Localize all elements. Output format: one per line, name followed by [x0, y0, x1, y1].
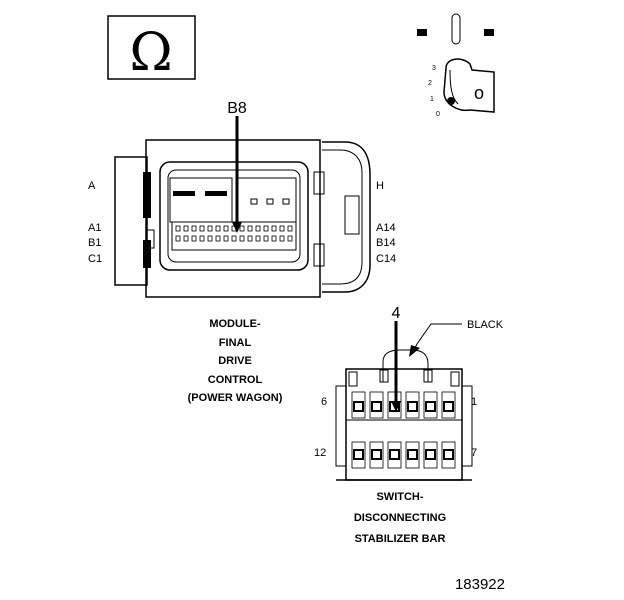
module-terminal	[279, 235, 285, 242]
module-terminal	[175, 225, 181, 232]
switch-caption: SWITCH- DISCONNECTING STABILIZER BAR	[354, 491, 446, 545]
svg-text:DISCONNECTING: DISCONNECTING	[354, 512, 446, 524]
svg-text:0: 0	[436, 111, 440, 118]
switch-label-7: 7	[471, 447, 477, 459]
module-label-a: A	[88, 180, 96, 192]
module-label-b1: B1	[88, 237, 101, 249]
module-label-a1: A1	[88, 222, 101, 234]
module-terminal	[223, 235, 229, 242]
figure-id: 183922	[455, 576, 505, 593]
module-terminal	[223, 225, 229, 232]
terminal-rows	[175, 225, 293, 242]
module-terminal	[271, 235, 277, 242]
module-terminal	[287, 225, 293, 232]
module-label-h: H	[376, 180, 384, 192]
switch-terminal	[443, 449, 454, 460]
module-terminal	[199, 235, 205, 242]
ohm-symbol: Ω	[107, 15, 196, 83]
svg-text:MODULE-: MODULE-	[209, 318, 261, 330]
switch-terminal	[407, 401, 418, 412]
module-terminal	[287, 235, 293, 242]
module-terminal	[215, 225, 221, 232]
module-terminal	[199, 225, 205, 232]
switch-label-12: 12	[314, 447, 326, 459]
switch-terminal	[407, 449, 418, 460]
module-terminal	[183, 225, 189, 232]
svg-text:SWITCH-: SWITCH-	[376, 491, 423, 503]
svg-text:(POWER WAGON): (POWER WAGON)	[188, 392, 283, 404]
switch-terminal	[371, 449, 382, 460]
module-terminal	[247, 225, 253, 232]
switch-terminal	[425, 449, 436, 460]
switch-label-1: 1	[471, 396, 477, 408]
ohm-icon: Ω	[129, 23, 172, 83]
module-label-c1: C1	[88, 253, 102, 265]
module-terminal	[215, 235, 221, 242]
ignition-key-icon: o 3 2 1 0	[417, 13, 495, 118]
module-terminal	[207, 225, 213, 232]
module-terminal	[271, 225, 277, 232]
switch-connector	[335, 321, 473, 481]
module-terminal	[239, 225, 245, 232]
module-terminal	[263, 235, 269, 242]
svg-text:CONTROL: CONTROL	[208, 374, 263, 386]
module-terminal	[183, 235, 189, 242]
switch-terminal	[389, 449, 400, 460]
svg-text:FINAL: FINAL	[219, 337, 252, 349]
module-label-a14: A14	[376, 222, 396, 234]
module-terminal	[239, 235, 245, 242]
switch-pin-callout: 4	[392, 305, 401, 322]
switch-terminal	[443, 401, 454, 412]
module-caption: MODULE- FINAL DRIVE CONTROL (POWER WAGON…	[188, 318, 283, 404]
switch-terminal	[425, 401, 436, 412]
module-terminal	[263, 225, 269, 232]
switch-terminal	[353, 449, 364, 460]
svg-text:o: o	[474, 83, 484, 103]
switch-pins	[351, 391, 456, 469]
module-terminal	[255, 225, 261, 232]
svg-text:STABILIZER BAR: STABILIZER BAR	[355, 533, 446, 545]
module-terminal	[279, 225, 285, 232]
svg-text:3: 3	[432, 65, 436, 72]
switch-terminal	[371, 401, 382, 412]
module-terminal	[207, 235, 213, 242]
module-terminal	[231, 235, 237, 242]
module-terminal	[255, 235, 261, 242]
switch-label-6: 6	[321, 396, 327, 408]
module-pin-callout: B8	[227, 100, 247, 117]
svg-text:1: 1	[430, 96, 434, 103]
module-terminal	[191, 235, 197, 242]
svg-text:2: 2	[428, 80, 432, 87]
svg-text:DRIVE: DRIVE	[218, 355, 252, 367]
switch-terminal	[353, 401, 364, 412]
module-terminal	[247, 235, 253, 242]
module-connector	[114, 116, 371, 298]
module-label-c14: C14	[376, 253, 396, 265]
module-terminal	[175, 235, 181, 242]
module-label-b14: B14	[376, 237, 396, 249]
wire-color-label: BLACK	[467, 319, 504, 331]
module-terminal	[191, 225, 197, 232]
